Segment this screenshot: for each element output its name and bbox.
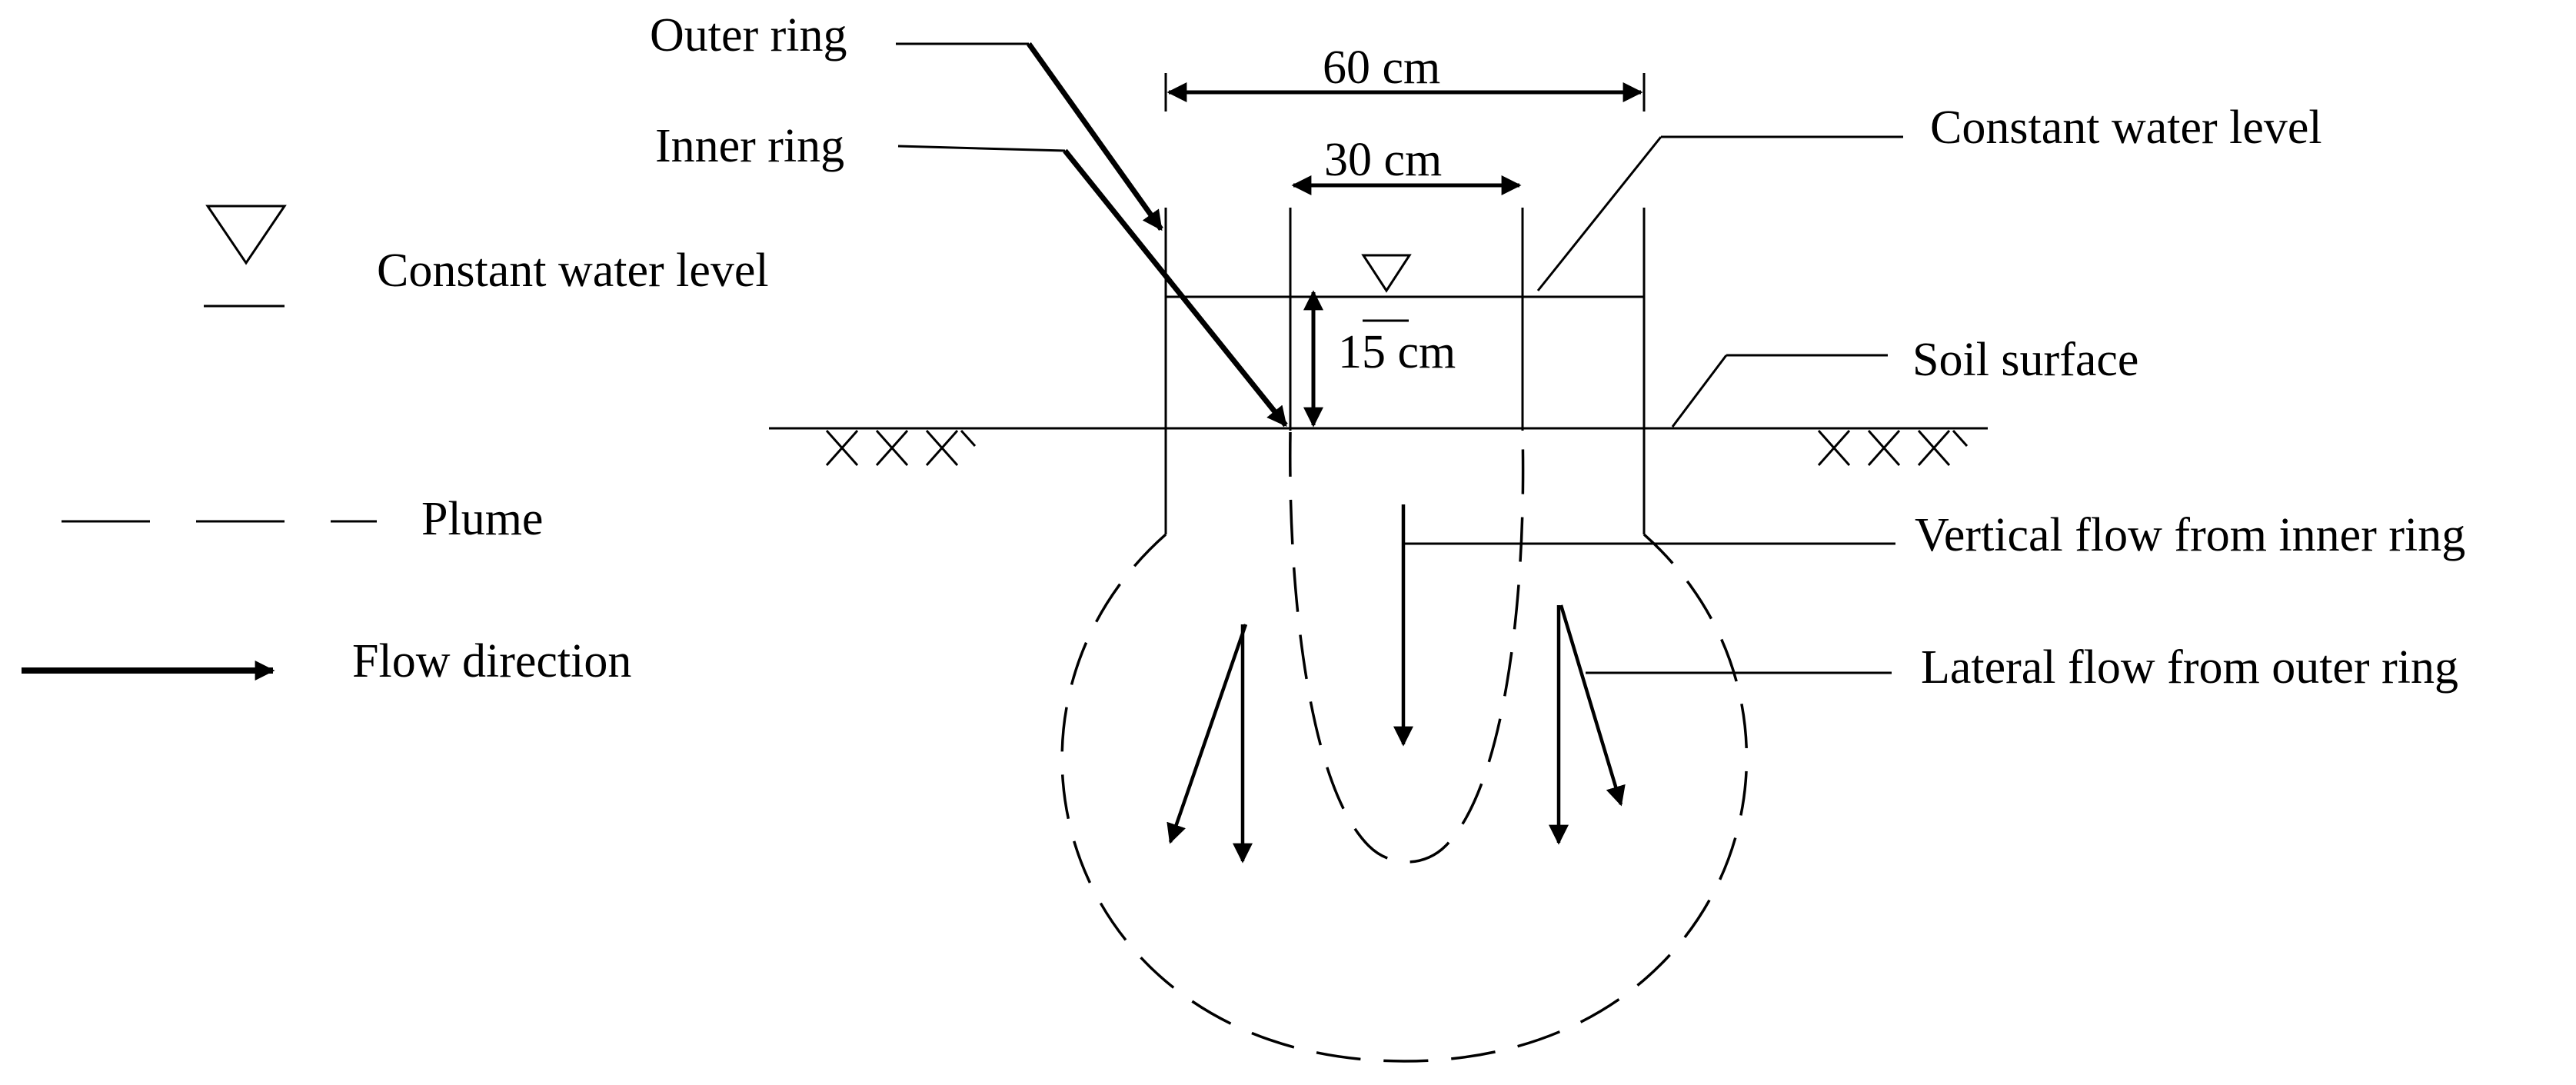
flow-arrows (1167, 504, 1626, 864)
lateral-flow-arrow-right-2 (1559, 604, 1626, 807)
legend-flow-direction: Flow direction (352, 635, 631, 687)
soil-surface (769, 427, 1988, 466)
water-level-triangle-icon (205, 205, 287, 265)
lateral-flow-label: Lateral flow from outer ring (1921, 641, 2458, 694)
vertical-flow-label: Vertical flow from inner ring (1915, 509, 2465, 561)
inner-ring-label: Inner ring (655, 120, 844, 172)
constant-water-level-label: Constant water level (1930, 102, 2322, 154)
legend: Constant water level Plume Flow directio… (22, 205, 769, 687)
water-level-symbol-icon (1361, 254, 1412, 293)
outer-ring-callout: Outer ring (650, 9, 1163, 231)
dimension-60cm: 60 cm (1164, 42, 1646, 111)
dimension-30cm: 30 cm (1291, 134, 1522, 195)
inner-ring-callout: Inner ring (655, 120, 1288, 428)
dimension-15cm: 15 cm (1303, 290, 1456, 428)
outer-ring-label: Outer ring (650, 9, 847, 62)
vertical-flow-callout: Vertical flow from inner ring (1403, 509, 2465, 561)
legend-constant-water-level: Constant water level (377, 245, 769, 297)
outer-plume-boundary (1060, 533, 1749, 1063)
soil-hatch-left (825, 429, 977, 466)
legend-plume: Plume (421, 493, 543, 545)
inner-plume-boundary (1289, 431, 1525, 864)
outer-ring (1164, 208, 1646, 534)
soil-surface-label: Soil surface (1912, 334, 2138, 386)
inner-ring (1289, 208, 1524, 431)
dimension-60cm-label: 60 cm (1323, 42, 1440, 94)
lateral-flow-callout: Lateral flow from outer ring (1586, 641, 2458, 694)
lateral-flow-arrow-left-1 (1167, 624, 1248, 844)
dimension-30cm-label: 30 cm (1324, 134, 1442, 186)
constant-water-level-callout: Constant water level (1536, 102, 2322, 291)
dimension-15cm-label: 15 cm (1338, 326, 1456, 378)
soil-hatch-right (1817, 429, 1969, 466)
soil-surface-callout: Soil surface (1671, 334, 2138, 428)
